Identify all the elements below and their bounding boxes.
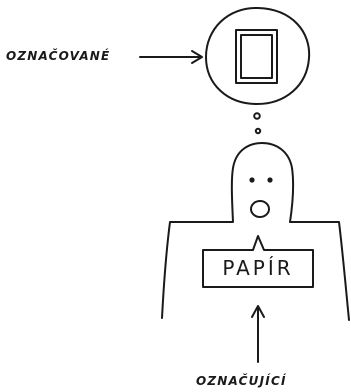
- thought-dot-large: [253, 112, 261, 120]
- signified-arrow: [139, 50, 203, 64]
- signifier-label: OZNAČUJÍCÍ: [196, 373, 287, 388]
- signifier-arrow: [251, 305, 265, 363]
- sign-text: PAPÍR: [222, 256, 293, 280]
- thought-dot-small: [254, 127, 262, 135]
- mouth: [250, 200, 270, 218]
- right-eye: [267, 177, 273, 183]
- paper-image: [235, 29, 278, 84]
- left-eye: [249, 177, 255, 183]
- sign-board: [202, 235, 314, 288]
- thought-bubble: [205, 6, 311, 105]
- signified-label: OZNAČOVANÉ: [6, 48, 110, 63]
- person-outline: [161, 142, 350, 321]
